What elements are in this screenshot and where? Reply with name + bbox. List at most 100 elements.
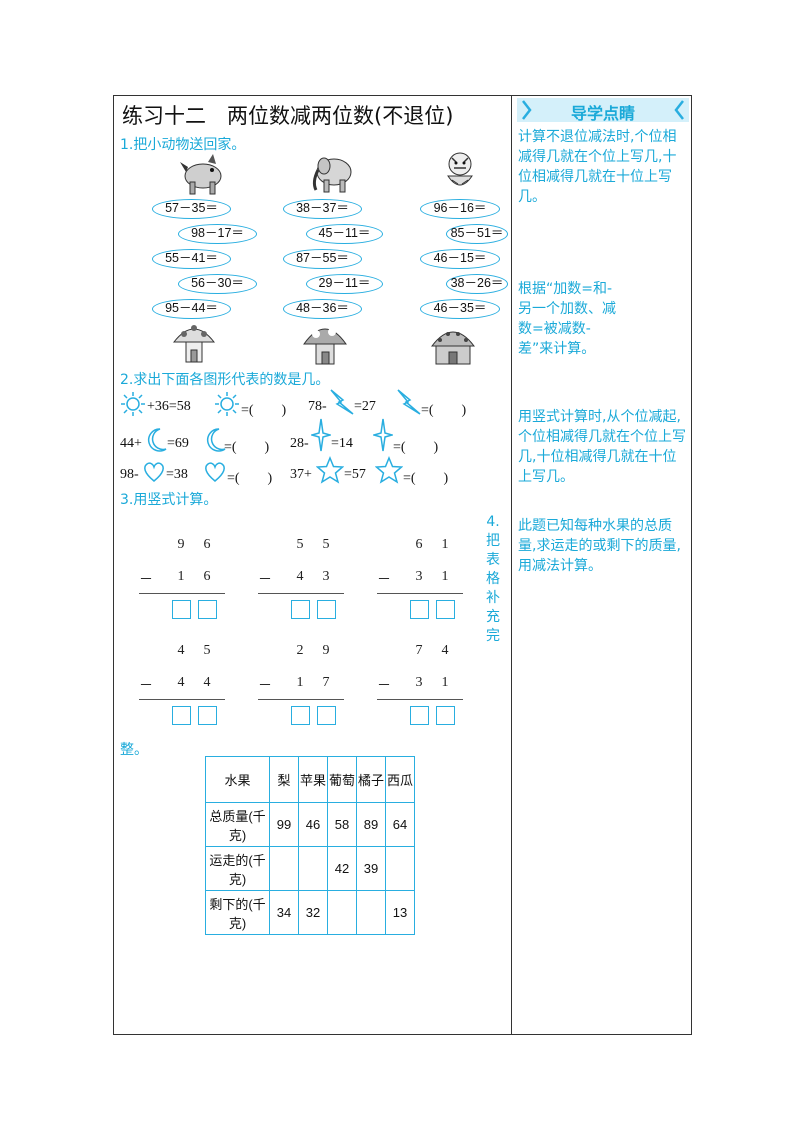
- top-tens-digit: 9: [177, 537, 185, 552]
- bottom-ones-digit: 6: [203, 569, 211, 584]
- section4-heading-tail: 整。: [120, 742, 148, 758]
- table-header-cell: 苹果: [298, 756, 328, 803]
- answer-box-tens[interactable]: [172, 600, 191, 619]
- answer-box-tens[interactable]: [291, 600, 310, 619]
- top-ones-digit: 6: [203, 537, 211, 552]
- table-cell: 42: [327, 846, 357, 891]
- equation-oval[interactable]: 46－35＝: [420, 299, 500, 319]
- bottom-ones-digit: 4: [203, 675, 211, 690]
- answer-box-ones[interactable]: [317, 706, 336, 725]
- bottom-ones-digit: 1: [441, 569, 449, 584]
- sparkle-equation-result: =14: [331, 436, 353, 451]
- sparkle-equation-prefix: 28-: [290, 436, 309, 451]
- star-icon: [316, 456, 344, 484]
- heart-icon: [205, 462, 225, 482]
- equation-oval[interactable]: 96－16＝: [420, 199, 500, 219]
- vertical-calc: 7 4 － 3 1: [377, 643, 467, 733]
- table-cell: 13: [385, 890, 415, 935]
- lightning-answer-blank[interactable]: =( ): [421, 403, 467, 418]
- equation-oval[interactable]: 29－11＝: [306, 274, 383, 294]
- equation-oval[interactable]: 38－37＝: [283, 199, 362, 219]
- four-point-star-icon: [373, 418, 393, 452]
- table-cell-blank[interactable]: [356, 890, 386, 935]
- calc-line: [258, 593, 344, 594]
- table-cell-blank[interactable]: [269, 846, 299, 891]
- top-tens-digit: 5: [296, 537, 304, 552]
- calc-line: [377, 593, 463, 594]
- lightning-equation-result: =27: [354, 399, 376, 414]
- answer-box-tens[interactable]: [291, 706, 310, 725]
- row-label: 总质量(千克): [205, 802, 270, 847]
- sun-icon: [215, 392, 239, 416]
- lightning-equation-prefix: 78-: [308, 399, 327, 414]
- table-cell: 46: [298, 802, 328, 847]
- table-header-cell: 梨: [269, 756, 299, 803]
- row-label: 运走的(千克): [205, 846, 270, 891]
- heart-answer-blank[interactable]: =( ): [227, 471, 273, 486]
- worksheet-frame: [113, 95, 692, 1035]
- answer-box-tens[interactable]: [410, 600, 429, 619]
- table-cell-blank[interactable]: [298, 846, 328, 891]
- sun-answer-blank[interactable]: =( ): [241, 403, 287, 418]
- table-cell: 99: [269, 802, 299, 847]
- vertical-calc: 4 5 － 4 4: [139, 643, 229, 733]
- tiger-icon: [447, 152, 473, 186]
- table-row: 总质量(千克) 99 46 58 89 64: [205, 802, 415, 847]
- table-header-cell: 葡萄: [327, 756, 357, 803]
- top-tens-digit: 2: [296, 643, 304, 658]
- equation-oval[interactable]: 56－30＝: [178, 274, 257, 294]
- sparkle-answer-blank[interactable]: =( ): [393, 440, 439, 455]
- vertical-calc: 6 1 － 3 1: [377, 537, 467, 627]
- answer-box-ones[interactable]: [436, 600, 455, 619]
- table-header-cell: 西瓜: [385, 756, 415, 803]
- table-cell: 64: [385, 802, 415, 847]
- table-cell-blank[interactable]: [385, 846, 415, 891]
- top-ones-digit: 9: [322, 643, 330, 658]
- bottom-tens-digit: 4: [296, 569, 304, 584]
- answer-box-ones[interactable]: [198, 600, 217, 619]
- bottom-tens-digit: 3: [415, 675, 423, 690]
- equation-oval[interactable]: 48－36＝: [283, 299, 362, 319]
- equation-oval[interactable]: 85－51＝: [446, 224, 508, 244]
- equation-oval[interactable]: 45－11＝: [306, 224, 383, 244]
- section1-heading: 1.把小动物送回家。: [120, 137, 246, 153]
- table-header-cell: 水果: [205, 756, 270, 803]
- lightning-icon: [330, 389, 354, 415]
- top-tens-digit: 7: [415, 643, 423, 658]
- answer-box-ones[interactable]: [317, 600, 336, 619]
- moon-icon: [147, 428, 167, 452]
- guide-title: 导学点睛: [570, 104, 635, 123]
- elephant-icon: [312, 157, 352, 193]
- table-header-cell: 橘子: [356, 756, 386, 803]
- vertical-calc: 9 6 － 1 6: [139, 537, 229, 627]
- answer-box-tens[interactable]: [410, 706, 429, 725]
- column-divider: [511, 95, 512, 1035]
- table-cell-blank[interactable]: [327, 890, 357, 935]
- bottom-ones-digit: 7: [322, 675, 330, 690]
- vertical-calc: 2 9 － 1 7: [258, 643, 348, 733]
- answer-box-tens[interactable]: [172, 706, 191, 725]
- star-answer-blank[interactable]: =( ): [403, 471, 449, 486]
- equation-oval[interactable]: 87－55＝: [283, 249, 362, 269]
- row-label: 剩下的(千克): [205, 890, 270, 935]
- table-cell: 58: [327, 802, 357, 847]
- vertical-calc: 5 5 － 4 3: [258, 537, 348, 627]
- table-cell: 34: [269, 890, 299, 935]
- equation-oval[interactable]: 98－17＝: [178, 224, 257, 244]
- equation-oval[interactable]: 38－26＝: [446, 274, 508, 294]
- answer-box-ones[interactable]: [436, 706, 455, 725]
- moon-equation-prefix: 44+: [120, 436, 142, 451]
- equation-oval[interactable]: 57－35＝: [152, 199, 231, 219]
- equation-oval[interactable]: 95－44＝: [152, 299, 231, 319]
- top-ones-digit: 5: [203, 643, 211, 658]
- answer-box-ones[interactable]: [198, 706, 217, 725]
- top-ones-digit: 4: [441, 643, 449, 658]
- moon-answer-blank[interactable]: =( ): [224, 440, 270, 455]
- minus-sign: －: [377, 573, 391, 588]
- equation-oval[interactable]: 55－41＝: [152, 249, 231, 269]
- equation-oval[interactable]: 46－15＝: [420, 249, 500, 269]
- mushroom-house-dotted-icon: [430, 331, 476, 365]
- bottom-tens-digit: 1: [177, 569, 185, 584]
- calc-line: [139, 593, 225, 594]
- bottom-ones-digit: 3: [322, 569, 330, 584]
